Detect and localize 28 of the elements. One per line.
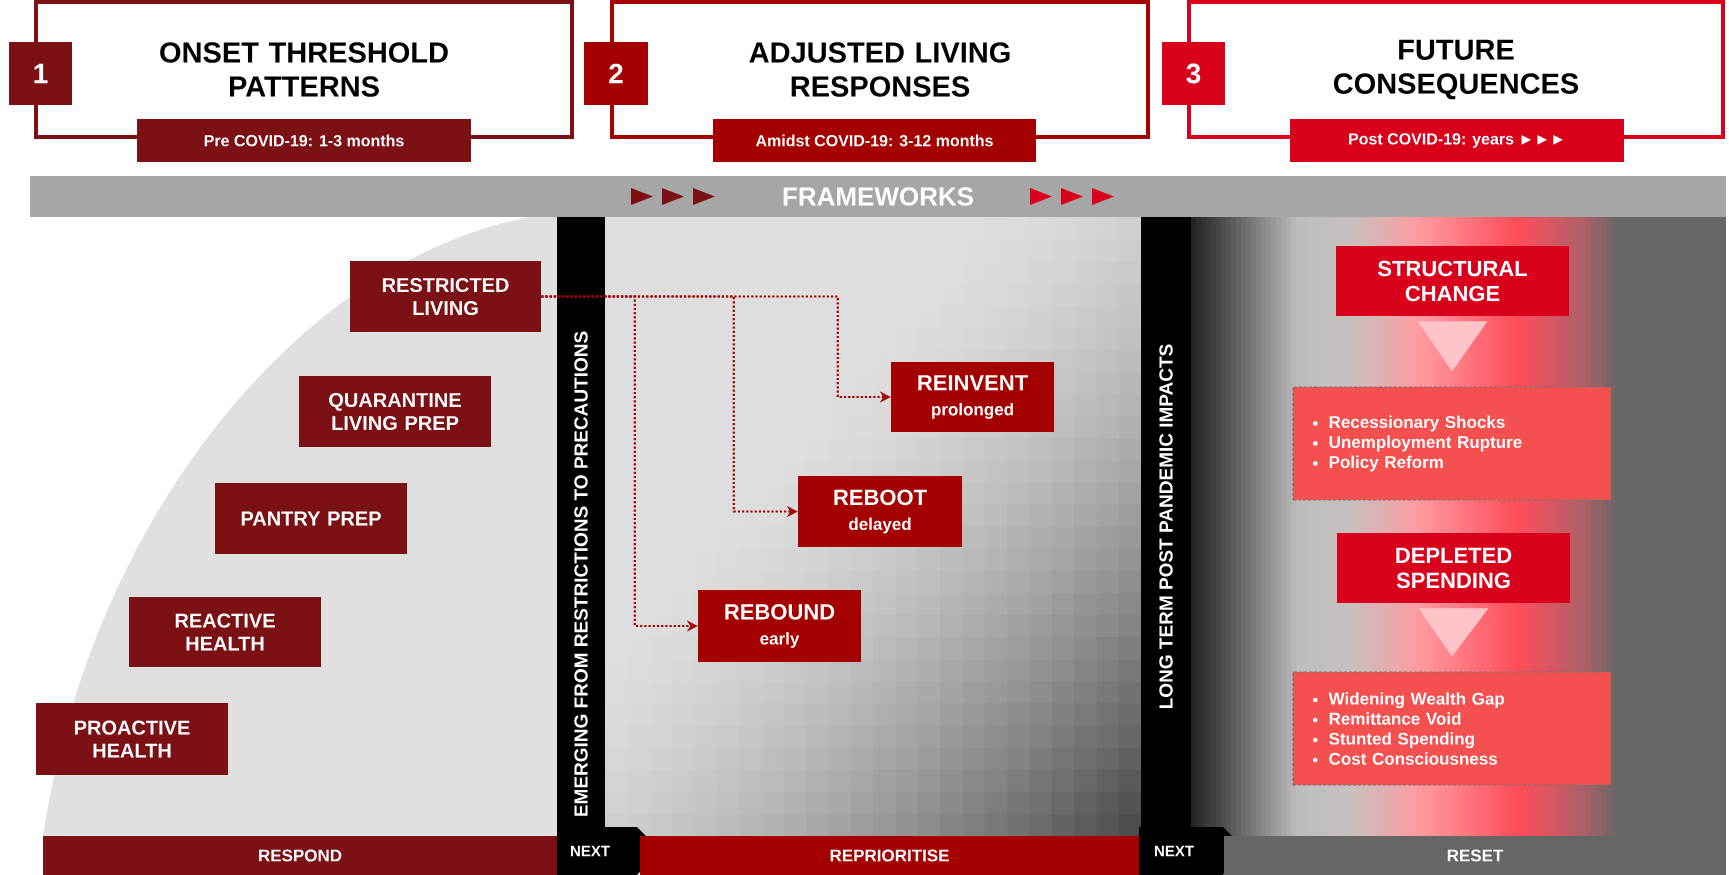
stage-box: RESTRICTED LIVING xyxy=(350,261,541,332)
number-badge: 1 xyxy=(9,42,72,105)
stage-box: PROACTIVE HEALTH xyxy=(36,703,228,775)
arrow xyxy=(1418,608,1489,657)
period-bar: Pre COVID-19: 1-3 months xyxy=(137,119,471,162)
period-bar: Amidst COVID-19: 3-12 months xyxy=(713,119,1036,162)
phase-bar: RESET xyxy=(1224,836,1726,875)
outcome-box: REBOOT delayed xyxy=(798,476,962,547)
arrow xyxy=(1417,321,1488,372)
phase-bar: REPRIORITISE xyxy=(640,836,1139,875)
heading-box: DEPLETED SPENDING xyxy=(1337,533,1570,603)
node-label: LONG TERM POST PANDEMIC IMPACTS xyxy=(1159,344,1173,709)
phase-bar: RESPOND xyxy=(43,836,557,875)
stage-box: PANTRY PREP xyxy=(215,483,407,554)
node-label: NEXT xyxy=(571,845,610,857)
heading-box: STRUCTURAL CHANGE xyxy=(1336,246,1569,316)
number-badge: 2 xyxy=(584,42,648,105)
bullet-list-box: Widening Wealth Gap Remittance Void Stunted Spending Cost Consciousness xyxy=(1292,671,1612,786)
node-label: EMERGING FROM RESTRICTIONS TO PRECAUTIONS xyxy=(574,331,588,816)
outcome-box: REBOUND early xyxy=(698,590,861,662)
number-badge: 3 xyxy=(1162,42,1225,105)
outcome-box: REINVENT prolonged xyxy=(891,362,1054,432)
stage-box: REACTIVE HEALTH xyxy=(129,597,321,667)
bullet-list-box: Recessionary Shocks Unemployment Rupture Policy Reform xyxy=(1292,386,1612,501)
node-label: NEXT xyxy=(1155,845,1194,857)
stage-box: QUARANTINE LIVING PREP xyxy=(299,376,491,447)
period-bar: Post COVID-19: years ►►► xyxy=(1290,119,1624,162)
frameworks-band: FRAMEWORKS xyxy=(30,176,1726,217)
